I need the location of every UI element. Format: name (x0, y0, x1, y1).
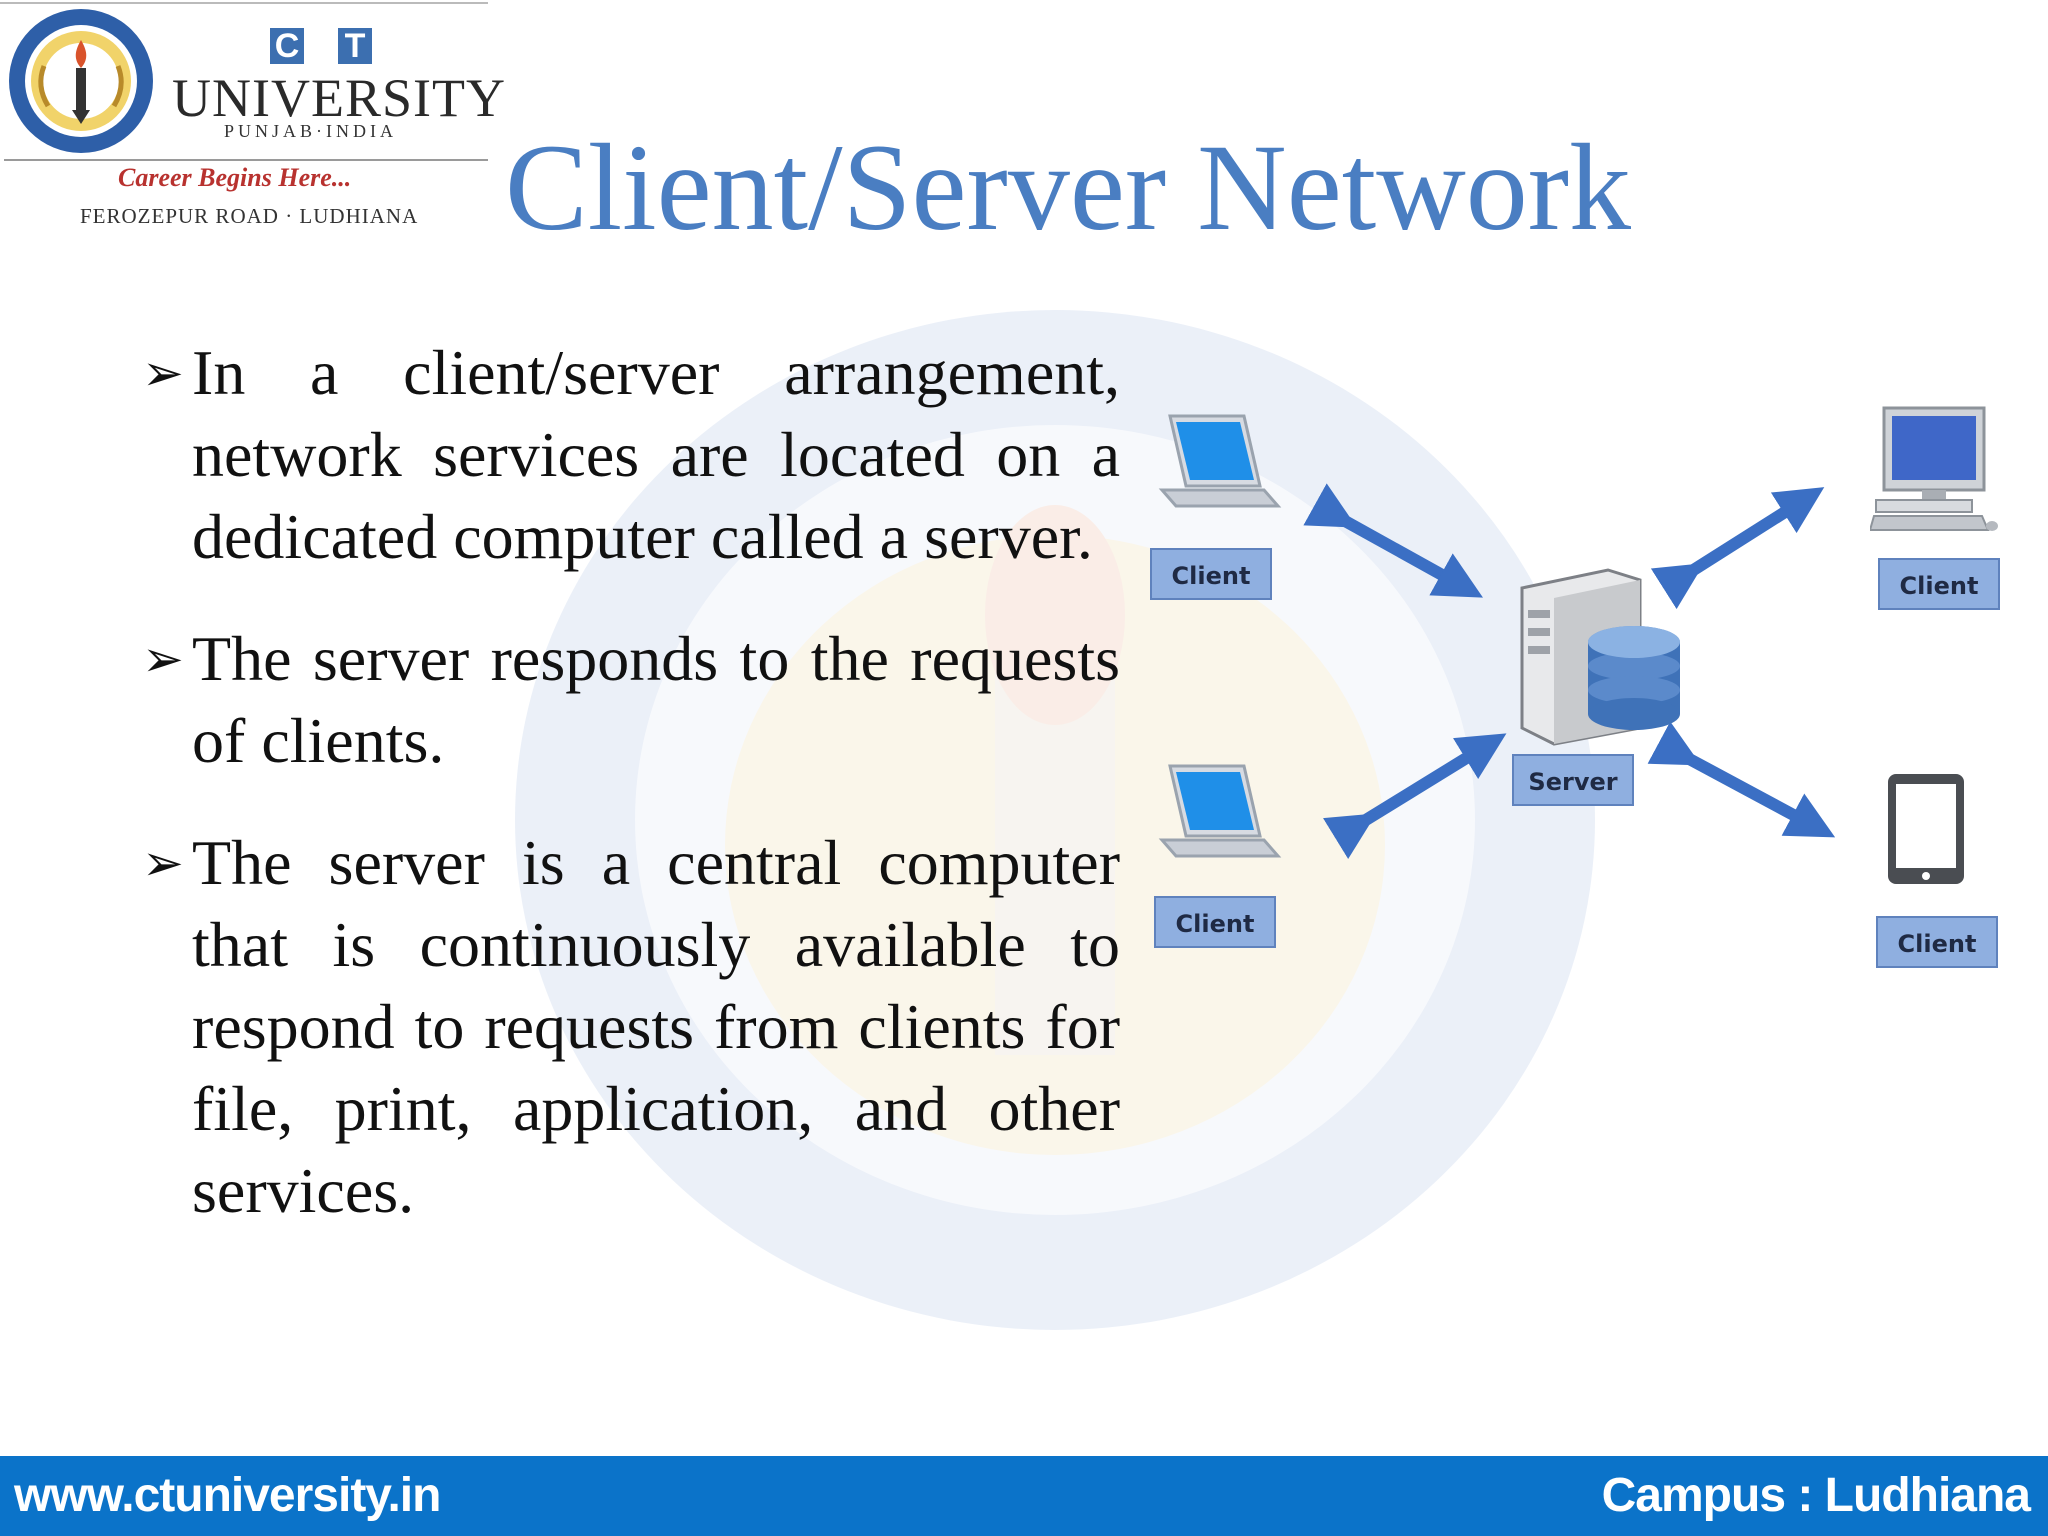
double-arrow-icon (1303, 483, 1483, 598)
university-logo[interactable]: C T UNIVERSITY PUNJAB·INDIA Career Begin… (0, 0, 505, 250)
ct-letter-t: T (338, 28, 372, 64)
arrow-bullet-icon: ➢ (142, 630, 184, 688)
double-arrow-icon (1650, 487, 1825, 610)
desktop-computer-icon (1870, 406, 1998, 531)
footer-bar: www.ctuniversity.in Campus : Ludhiana (0, 1456, 2048, 1536)
double-arrow-icon (1322, 733, 1507, 860)
client-label: Client (1150, 548, 1272, 600)
bullet-item: ➢ The server responds to the requests of… (140, 618, 1120, 782)
bullet-text: The server responds to the requests of c… (192, 623, 1120, 776)
tablet-icon (1888, 774, 1964, 884)
bullet-item: ➢ In a client/server arrangement, networ… (140, 332, 1120, 578)
campus-label: Campus : Ludhiana (1601, 1469, 2031, 1522)
campus-address: FEROZEPUR ROAD · LUDHIANA (80, 204, 419, 228)
bullet-list: ➢ In a client/server arrangement, networ… (140, 332, 1120, 1272)
slide-title: Client/Server Network (505, 119, 1632, 256)
connection-arrows (1303, 483, 1836, 860)
client-label: Client (1878, 558, 2000, 610)
arrow-bullet-icon: ➢ (142, 834, 184, 892)
client-label: Client (1154, 896, 1276, 948)
website-link[interactable]: www.ctuniversity.in (14, 1469, 441, 1522)
bullet-text: The server is a central computer that is… (192, 827, 1120, 1226)
university-seal-icon (9, 9, 153, 153)
university-name: UNIVERSITY (172, 68, 506, 128)
university-location: PUNJAB·INDIA (224, 121, 397, 141)
logo-divider (0, 2, 488, 4)
ct-letter-c: C (270, 28, 304, 64)
client-label: Client (1876, 916, 1998, 968)
double-arrow-icon (1647, 721, 1836, 838)
laptop-icon (1158, 764, 1282, 858)
server-database-icon (1520, 568, 1680, 746)
laptop-icon (1158, 414, 1282, 508)
tagline: Career Begins Here... (118, 163, 352, 192)
bullet-item: ➢ The server is a central computer that … (140, 822, 1120, 1232)
arrow-bullet-icon: ➢ (142, 344, 184, 402)
client-server-diagram: Client Client Server Client Client (1140, 390, 2040, 990)
server-label: Server (1512, 754, 1634, 806)
bullet-text: In a client/server arrangement, network … (192, 337, 1120, 572)
logo-divider (4, 159, 488, 161)
